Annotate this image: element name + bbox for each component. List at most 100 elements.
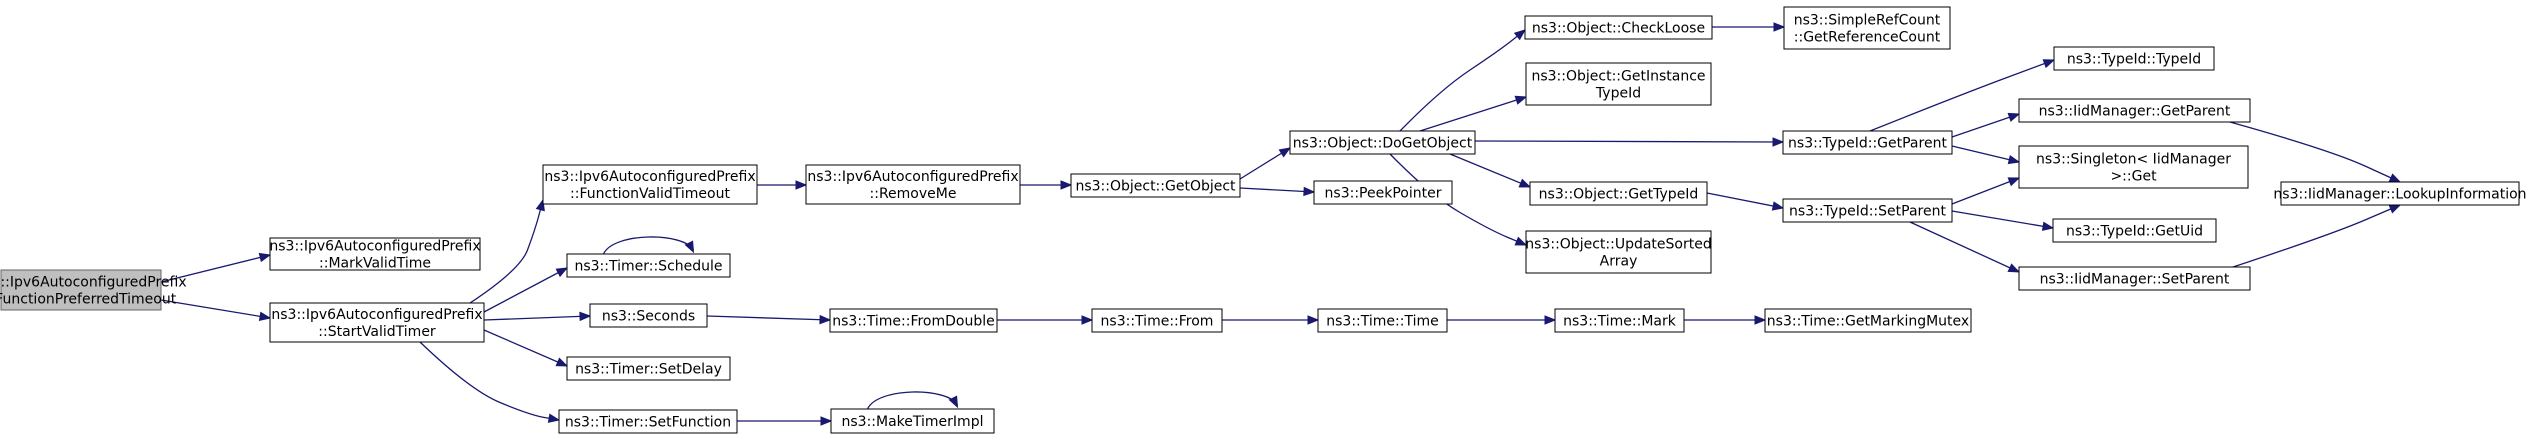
- edge-startValid-to-setDelay: [483, 329, 569, 367]
- edge-arrowhead: [2007, 177, 2021, 187]
- node-box: [0, 269, 162, 311]
- node-label-line: ns3::Ipv6AutoconfiguredPrefix: [271, 307, 482, 323]
- edge-timeTime-to-timeMark: [1447, 315, 1557, 325]
- edge-line: [2229, 121, 2401, 183]
- node-make-timer-impl[interactable]: ns3::MakeTimerImpl: [830, 408, 995, 434]
- node-do-get-object[interactable]: ns3::Object::DoGetObject: [1289, 130, 1476, 155]
- node-func-valid[interactable]: ns3::Ipv6AutoconfiguredPrefix::FunctionV…: [542, 164, 758, 205]
- node-remove-me[interactable]: ns3::Ipv6AutoconfiguredPrefix::RemoveMe: [805, 164, 1021, 205]
- edge-line: [1419, 96, 1527, 132]
- edge-line: [706, 315, 831, 321]
- node-get-object[interactable]: ns3::Object::GetObject: [1070, 173, 1241, 198]
- edge-arrowhead: [2042, 59, 2056, 69]
- node-box: [1524, 15, 1713, 40]
- node-label-line: ns3::Ipv6AutoconfiguredPrefix: [544, 169, 755, 185]
- node-label-line: ::FunctionPreferredTimeout: [0, 292, 177, 308]
- node-check-loose[interactable]: ns3::Object::CheckLoose: [1524, 15, 1713, 40]
- node-time-mark[interactable]: ns3::Time::Mark: [1554, 308, 1685, 333]
- edge-typeIdSetParent-to-singletonGet: [1951, 177, 2021, 205]
- node-box: [1783, 6, 1951, 50]
- edge-arrowhead: [820, 416, 833, 426]
- edge-arrowhead: [1544, 315, 1557, 325]
- node-singleton-get[interactable]: ns3::Singleton< IidManager >::Get: [2018, 145, 2249, 189]
- node-start-valid[interactable]: ns3::Ipv6AutoconfiguredPrefix::StartVali…: [269, 302, 485, 343]
- node-box: [2018, 98, 2251, 123]
- edge-arrowhead: [795, 180, 808, 190]
- edge-checkLoose-to-getRefCount: [1712, 22, 1786, 32]
- edge-removeMe-to-getObject: [1020, 180, 1073, 190]
- node-set-delay[interactable]: ns3::Timer::SetDelay: [566, 356, 731, 381]
- node-from-double[interactable]: ns3::Time::FromDouble: [829, 308, 998, 333]
- node-label-line: ns3::IidManager::SetParent: [2040, 272, 2230, 288]
- node-time-time[interactable]: ns3::Time::Time: [1317, 308, 1448, 333]
- edge-funcValid-to-removeMe: [757, 180, 808, 190]
- node-type-id-get-parent[interactable]: ns3::TypeId::GetParent: [1782, 130, 1953, 155]
- node-label-line: ns3::IidManager::GetParent: [2039, 104, 2231, 120]
- node-label-line: ns3::Singleton< IidManager: [2036, 152, 2231, 168]
- node-box: [542, 164, 758, 205]
- node-type-id-get-uid[interactable]: ns3::TypeId::GetUid: [2052, 218, 2217, 243]
- node-set-function[interactable]: ns3::Timer::SetFunction: [558, 409, 738, 434]
- edge-arrowhead: [1514, 236, 1528, 246]
- node-box: [2280, 181, 2520, 206]
- node-label-line: ns3::TypeId::SetParent: [1789, 204, 1946, 220]
- node-box: [2018, 145, 2249, 189]
- node-box: [1764, 308, 1972, 333]
- node-type-id-set-parent[interactable]: ns3::TypeId::SetParent: [1782, 198, 1953, 223]
- edge-arrowhead: [819, 314, 832, 325]
- edge-line: [1951, 210, 2054, 229]
- node-type-id-type-id[interactable]: ns3::TypeId::TypeId: [2053, 46, 2215, 71]
- edge-root-to-startValid: [160, 299, 272, 321]
- edge-line: [483, 315, 591, 321]
- node-root[interactable]: ns3::Ipv6AutoconfiguredPrefix::FunctionP…: [0, 269, 187, 311]
- edge-arrowhead: [1773, 22, 1786, 32]
- node-box: [1289, 130, 1476, 155]
- node-get-ref-count[interactable]: ns3::SimpleRefCount::GetReferenceCount: [1783, 6, 1951, 50]
- node-box: [1782, 198, 1953, 223]
- edge-makeTimerImpl-self-loop: [866, 391, 959, 410]
- edge-line: [1869, 59, 2055, 132]
- node-label-line: ns3::Seconds: [602, 309, 695, 325]
- edge-typeIdGetParent-to-typeIdTypeId: [1869, 59, 2056, 132]
- node-seconds[interactable]: ns3::Seconds: [589, 303, 708, 328]
- node-time-from[interactable]: ns3::Time::From: [1091, 308, 1223, 333]
- node-mark-valid[interactable]: ns3::Ipv6AutoconfiguredPrefix::MarkValid…: [269, 237, 481, 272]
- edge-arrowhead: [555, 357, 569, 367]
- edge-arrowhead: [1081, 315, 1094, 325]
- node-lookup-info[interactable]: ns3::IidManager::LookupInformation: [2273, 181, 2527, 206]
- node-label-line: ns3::Object::GetTypeId: [1539, 187, 1699, 203]
- node-label-line: ns3::Object::GetInstance: [1531, 69, 1705, 85]
- node-box: [1070, 173, 1241, 198]
- edge-startValid-to-timerSchedule: [483, 267, 569, 313]
- edge-line: [1951, 145, 2020, 163]
- node-box: [805, 164, 1021, 205]
- edge-doGetObject-to-checkLoose: [1399, 29, 1527, 132]
- edge-arrowhead: [1754, 315, 1767, 325]
- edge-objGetTypeId-to-typeIdSetParent: [1706, 192, 1785, 211]
- node-box: [1782, 130, 1953, 155]
- node-timer-schedule[interactable]: ns3::Timer::Schedule: [566, 253, 731, 278]
- node-label-line: ns3::Timer::SetFunction: [565, 415, 731, 431]
- edge-arrowhead: [2007, 263, 2021, 273]
- node-box: [1317, 308, 1448, 333]
- node-label-line: ns3::SimpleRefCount: [1794, 13, 1941, 29]
- node-get-marking-mutex[interactable]: ns3::Time::GetMarkingMutex: [1764, 308, 1972, 333]
- edge-line: [469, 199, 544, 304]
- edge-arrowhead: [1060, 180, 1073, 190]
- node-iid-set-parent[interactable]: ns3::IidManager::SetParent: [2018, 266, 2251, 291]
- edge-line: [483, 329, 568, 367]
- node-peek-pointer[interactable]: ns3::PeekPointer: [1313, 180, 1453, 205]
- edge-line: [160, 299, 271, 319]
- edge-line: [1951, 113, 2020, 138]
- edge-line: [602, 236, 695, 255]
- edge-setFunction-to-makeTimerImpl: [737, 416, 833, 426]
- node-iid-get-parent[interactable]: ns3::IidManager::GetParent: [2018, 98, 2251, 123]
- edge-line: [419, 341, 560, 421]
- nodes-layer: ns3::Ipv6AutoconfiguredPrefix::FunctionP…: [0, 6, 2527, 434]
- node-label-line: ns3::TypeId::GetUid: [2066, 224, 2203, 240]
- node-box: [1091, 308, 1223, 333]
- edge-arrowhead: [547, 413, 561, 423]
- node-obj-get-type-id[interactable]: ns3::Object::GetTypeId: [1529, 181, 1708, 206]
